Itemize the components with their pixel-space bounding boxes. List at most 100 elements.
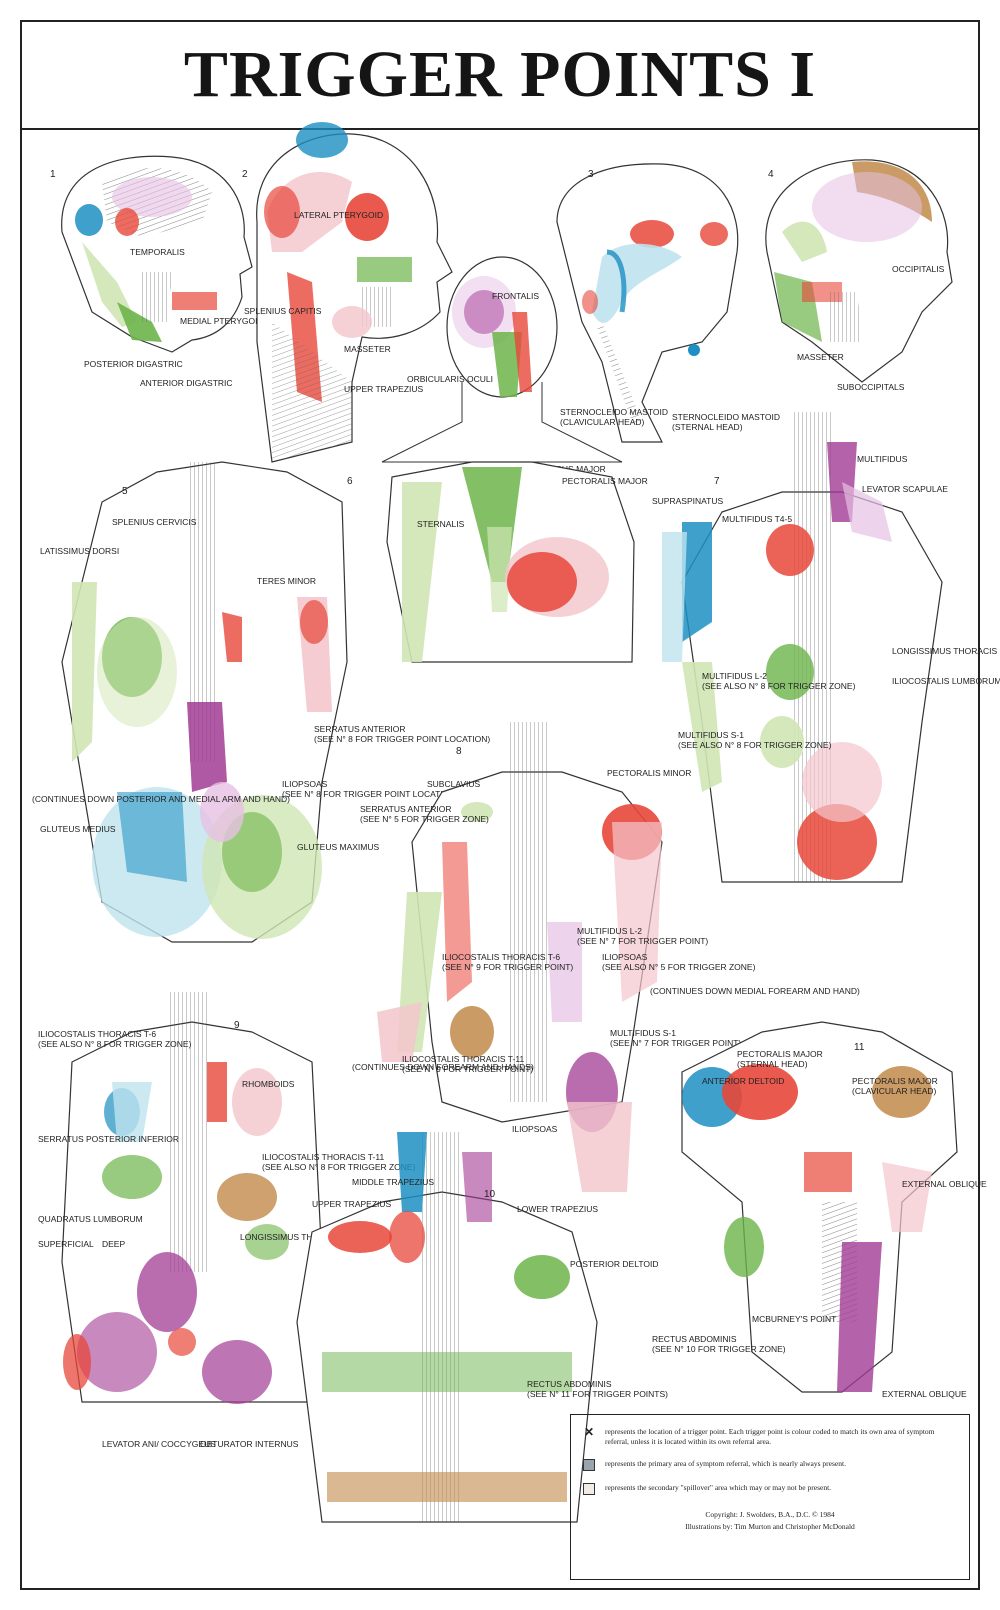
legend-row-trigger-point: ✕ represents the location of a trigger p… [583, 1425, 957, 1447]
figure-8-label-iliocostalis-t6: ILIOCOSTALIS THORACIS T-6 [442, 952, 560, 962]
figure-7-back-multifidus: 7 MULTIFIDUS LEVATOR SCAPULAE SUPRASPINA… [652, 412, 1000, 883]
figure-8-label-multifidus-s1: MULTIFIDUS S-1 [610, 1028, 676, 1038]
figure-7-label-supraspinatus: SUPRASPINATUS [652, 496, 723, 506]
legend-trigger-point-text: represents the location of a trigger poi… [605, 1427, 935, 1446]
figure-11-label-external-oblique: EXTERNAL OBLIQUE [902, 1179, 987, 1189]
secondary-area-swatch-icon [583, 1482, 595, 1495]
figure-7-label-multifidus: MULTIFIDUS [857, 454, 908, 464]
figure-8-anterior-trunk: 8 SUBCLAVIUS PECTORALIS MINOR SERRATUS A… [352, 722, 860, 1192]
figure-9-label-iliocostalis-t11-note: (see also N° 8 for trigger zone) [262, 1162, 416, 1172]
legend-secondary-text: represents the secondary "spillover" are… [605, 1482, 832, 1492]
trigger-point-x-icon: ✕ [583, 1425, 595, 1440]
figure-10-label-posterior-deltoid: POSTERIOR DELTOID [570, 1259, 658, 1269]
figure-9-label-quadratus-lumborum: QUADRATUS LUMBORUM [38, 1214, 143, 1224]
figure-9-label-iliocostalis-t6: ILIOCOSTALIS THORACIS T-6 [38, 1029, 156, 1039]
figure-4-number: 4 [768, 169, 774, 180]
anatomy-illustrations: 1 TEMPORALIS MEDIAL PTERYGOID POSTERIOR … [32, 122, 1000, 1523]
figure-7-label-multifidus-s1-note: (see also N° 8 for trigger zone) [678, 740, 832, 750]
figure-8-label-serratus-anterior: SERRATUS ANTERIOR [360, 804, 451, 814]
figure-7-label-longissimus-thoracis: LONGISSIMUS THORACIS [892, 646, 997, 656]
title-bar: TRIGGER POINTS I [22, 22, 978, 130]
figure-9-label-iliocostalis-t11: ILIOCOSTALIS THORACIS T-11 [262, 1152, 384, 1162]
figure-4-label-suboccipitals: SUBOCCIPITALS [837, 382, 905, 392]
figure-7-label-multifidus-l2: MULTIFIDUS L-2 [702, 671, 767, 681]
credits: Copyright: J. Swolders, B.A., D.C. © 198… [583, 1509, 957, 1533]
figure-5-label-continues: (continues down posterior and medial arm… [32, 794, 290, 804]
figure-11-label-pectoralis-major-2: PECTORALIS MAJOR [852, 1076, 938, 1086]
figure-5-label-teres-minor: TERES MINOR [257, 576, 316, 586]
trigger-points-poster: TRIGGER POINTS I 1 TEMPORALIS MEDIAL PTE… [20, 20, 1000, 1590]
figure-2-label-lateral-pterygoid: LATERAL PTERYGOID [294, 210, 383, 220]
figure-2-head-neck: 2 LATERAL PTERYGOID SPLENIUS CAPITIS MAS… [242, 122, 453, 463]
figure-11-label-external-oblique-2: EXTERNAL OBLIQUE [882, 1389, 967, 1399]
figure-10-label-middle-trapezius: MIDDLE TRAPEZIUS [352, 1177, 434, 1187]
figure-7-label-multifidus-t4-5: MULTIFIDUS T4-5 [722, 514, 792, 524]
figure-8-label-iliocostalis-t11-note: (see N° 9 for trigger point) [402, 1064, 533, 1074]
figure-9-number: 9 [234, 1020, 240, 1031]
figure-1-number: 1 [50, 169, 56, 180]
figure-5-label-gluteus-maximus: GLUTEUS MAXIMUS [297, 842, 380, 852]
illustrations-credit: Illustrations by: Tim Murton and Christo… [685, 1521, 855, 1531]
figure-9-label-deep: DEEP [102, 1239, 125, 1249]
figure-11-anterior-torso: 11 PECTORALIS MAJOR (sternal head) ANTER… [652, 1021, 987, 1399]
legend-primary-text: represents the primary area of symptom r… [605, 1458, 846, 1468]
figure-11-label-sternal-head: (sternal head) [737, 1059, 808, 1069]
figure-4-label-masseter: MASSETER [797, 352, 844, 362]
figure-8-label-iliopsoas: ILIOPSOAS [602, 952, 648, 962]
legend-box: ✕ represents the location of a trigger p… [570, 1414, 970, 1580]
figure-3-label-scm-2-note: (sternal head) [672, 422, 743, 432]
figure-frontalis-face: FRONTALIS ORBICULARIS OCULI ZYGOMATICUS … [381, 256, 623, 474]
figure-8-label-iliocostalis-t6-note: (see N° 9 for trigger point) [442, 962, 573, 972]
figure-8-label-multifidus-s1-note: (see N° 7 for trigger point) [610, 1038, 741, 1048]
figure-3-label-scm-2: STERNOCLEIDO MASTOID [672, 412, 780, 422]
figure-11-label-rectus-note: (see N° 10 for trigger zone) [652, 1344, 786, 1354]
figure-11-label-mcburneys-point: McBURNEY'S POINT [752, 1314, 836, 1324]
figure-5-label-iliopsoas: ILIOPSOAS [282, 779, 328, 789]
figure-8-label-continues-forearm: (continues down forearm and hands) [352, 1062, 534, 1072]
figure-6-chest-front: 6 PECTORALIS MAJOR STERNALIS [347, 461, 648, 663]
figure-9-label-iliocostalis-t6-note: (see also N° 8 for trigger zone) [38, 1039, 192, 1049]
figure-3-number: 3 [588, 169, 594, 180]
figure-11-label-rectus-abdominis: RECTUS ABDOMINIS [652, 1334, 737, 1344]
figure-1-head-lateral: 1 TEMPORALIS MEDIAL PTERYGOID POSTERIOR … [50, 155, 264, 388]
figure-6-label-pectoralis-major: PECTORALIS MAJOR [562, 476, 648, 486]
figure-3-label-scm-1-note: (clavicular head) [560, 417, 645, 427]
figure-8-label-iliocostalis-t11: ILIOCOSTALIS THORACIS T-11 [402, 1054, 524, 1064]
figure-9-label-rhomboids: RHOMBOIDS [242, 1079, 295, 1089]
figure-2-number: 2 [242, 169, 248, 180]
figure-11-label-pectoralis-major: PECTORALIS MAJOR [737, 1049, 823, 1059]
figure-10-label-rectus-abdominis: RECTUS ABDOMINIS [527, 1379, 612, 1389]
frontalis-label: FRONTALIS [492, 291, 539, 301]
figure-5-label-latissimus-dorsi: LATISSIMUS DORSI [40, 546, 119, 556]
figure-9-lower-back: 9 ILIOCOSTALIS THORACIS T-6 (see also N°… [38, 992, 416, 1449]
figure-1-label-posterior-digastric: POSTERIOR DIGASTRIC [84, 359, 183, 369]
figure-10-trapezius-back: 10 MIDDLE TRAPEZIUS UPPER TRAPEZIUS LOWE… [296, 1132, 668, 1523]
figure-3-label-scm-1: STERNOCLEIDO MASTOID [560, 407, 668, 417]
figure-10-label-upper-trapezius: UPPER TRAPEZIUS [312, 1199, 392, 1209]
figure-9-label-obturator-internus: OBTURATOR INTERNUS [200, 1439, 299, 1449]
figure-8-label-multifidus-l2: MULTIFIDUS L-2 [577, 926, 642, 936]
orbicularis-oculi-label: ORBICULARIS OCULI [407, 374, 493, 384]
figure-8-label-pectoralis-minor: PECTORALIS MINOR [607, 768, 691, 778]
figure-8-label-iliopsoas-note: (see also N° 5 for trigger zone) [602, 962, 756, 972]
figure-7-number: 7 [714, 476, 720, 487]
figure-4-label-occipitalis: OCCIPITALIS [892, 264, 945, 274]
figure-8-label-iliopsoas-lower: ILIOPSOAS [512, 1124, 558, 1134]
figure-5-back-gluteals: 5 SPLENIUS CERVICIS LATISSIMUS DORSI TER… [32, 461, 490, 943]
figure-2-label-masseter: MASSETER [344, 344, 391, 354]
figure-4-head-posterior-lateral: 4 OCCIPITALIS MASSETER SUBOCCIPITALS [765, 159, 953, 392]
figure-5-label-serratus-anterior: SERRATUS ANTERIOR [314, 724, 405, 734]
figure-11-number: 11 [854, 1042, 865, 1053]
copyright-text: Copyright: J. Swolders, B.A., D.C. © 198… [705, 1509, 835, 1519]
figure-7-label-iliocostalis-lumborum: ILIOCOSTALIS LUMBORUM [892, 676, 1000, 686]
figure-10-label-lower-trapezius: LOWER TRAPEZIUS [517, 1204, 598, 1214]
figure-9-label-longissimus-l1: LONGISSIMUS THORACIS L-1 [240, 1232, 360, 1242]
figure-11-label-anterior-deltoid: ANTERIOR DELTOID [702, 1076, 784, 1086]
figure-6-label-sternalis: STERNALIS [417, 519, 465, 529]
figure-5-label-gluteus-medius: GLUTEUS MEDIUS [40, 824, 116, 834]
figure-3-sternocleidomastoid: 3 STERNOCLEIDO MASTOID (clavicular head)… [556, 163, 780, 443]
figure-1-label-medial-pterygoid: MEDIAL PTERYGOID [180, 316, 264, 326]
poster-title: TRIGGER POINTS I [183, 38, 817, 111]
figure-11-label-clavicular-head: (clavicular head) [852, 1086, 937, 1096]
figure-7-label-levator-scapulae: LEVATOR SCAPULAE [862, 484, 948, 494]
